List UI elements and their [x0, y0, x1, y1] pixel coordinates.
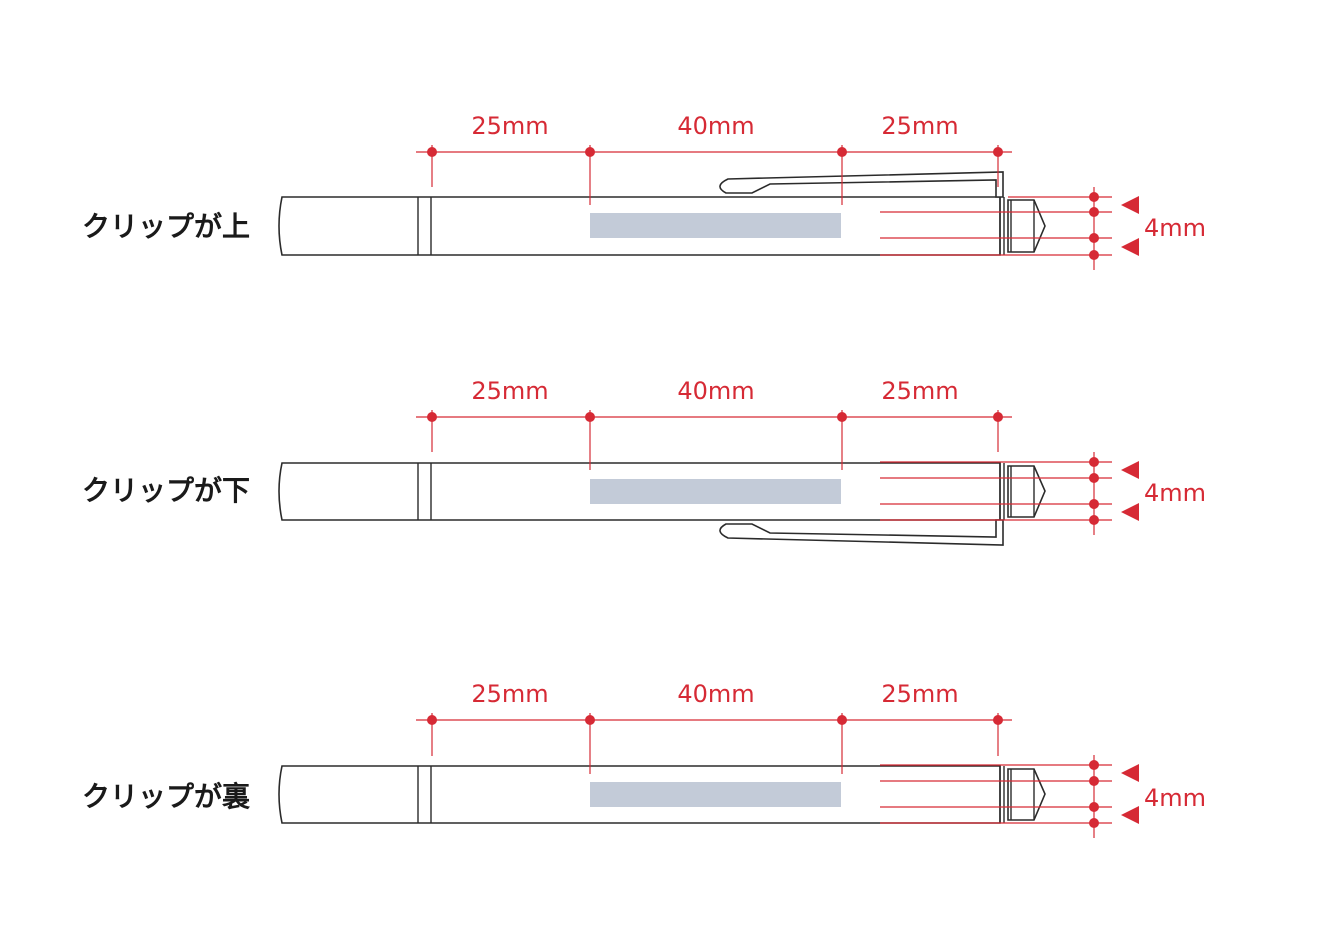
arrow-head-upper [1121, 764, 1139, 782]
dimension-lines [416, 713, 1139, 838]
dimension-lines [416, 145, 1139, 270]
dimension-label-right: 25mm [881, 377, 958, 405]
print-area [590, 213, 841, 238]
row-label: クリップが下 [82, 474, 250, 507]
height-label: 4mm [1144, 479, 1206, 507]
height-label: 4mm [1144, 214, 1206, 242]
pen-tip [1007, 465, 1046, 518]
dimension-label-center: 40mm [677, 680, 754, 708]
pen-tip [1007, 768, 1046, 821]
row-label: クリップが上 [82, 210, 250, 243]
arrow-head-lower [1121, 806, 1139, 824]
dimension-label-left: 25mm [471, 377, 548, 405]
dimension-label-right: 25mm [881, 680, 958, 708]
dimension-label-left: 25mm [471, 112, 548, 140]
dimension-lines [416, 410, 1139, 535]
print-area [590, 782, 841, 807]
dimension-label-center: 40mm [677, 112, 754, 140]
dimension-label-center: 40mm [677, 377, 754, 405]
pen-row-clip-back: クリップが裏 [82, 680, 1206, 838]
print-area [590, 479, 841, 504]
arrow-head-lower [1121, 238, 1139, 256]
height-label: 4mm [1144, 784, 1206, 812]
row-label: クリップが裏 [82, 780, 251, 813]
pen-row-clip-bottom: クリップが下 [82, 377, 1206, 546]
arrow-head-upper [1121, 461, 1139, 479]
arrow-head-lower [1121, 503, 1139, 521]
dimension-label-left: 25mm [471, 680, 548, 708]
pen-row-clip-top: クリップが上 [82, 112, 1206, 270]
pen-clip [719, 171, 1004, 198]
arrow-head-upper [1121, 196, 1139, 214]
dimension-label-right: 25mm [881, 112, 958, 140]
pen-tip [1007, 199, 1046, 253]
pen-clip [719, 519, 1004, 546]
